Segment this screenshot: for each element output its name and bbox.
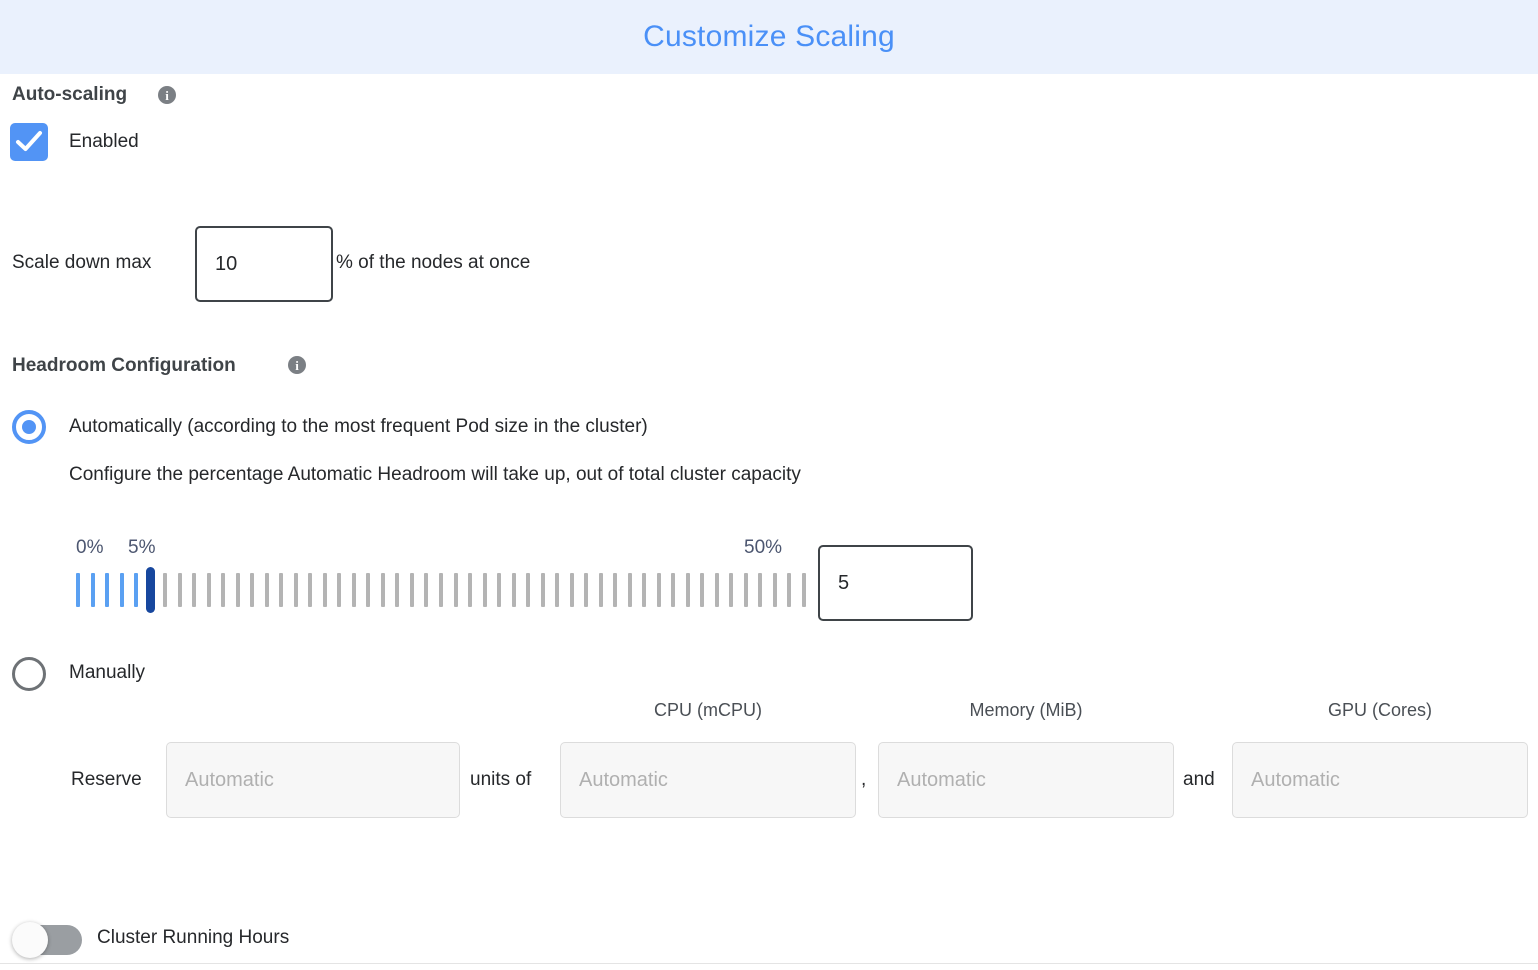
slider-tick[interactable] bbox=[76, 573, 80, 607]
slider-tick[interactable] bbox=[584, 573, 589, 607]
slider-tick[interactable] bbox=[685, 573, 690, 607]
slider-tick[interactable] bbox=[134, 573, 139, 607]
slider-tick[interactable] bbox=[424, 573, 429, 607]
headroom-option-automatic-description: Configure the percentage Automatic Headr… bbox=[69, 464, 801, 485]
headroom-option-automatic-label: Automatically (according to the most fre… bbox=[69, 416, 648, 437]
comma-separator: , bbox=[861, 769, 867, 790]
page-title: Customize Scaling bbox=[643, 20, 895, 53]
slider-max-label: 50% bbox=[744, 537, 783, 558]
headroom-configuration-label: Headroom Configuration bbox=[12, 355, 236, 376]
slider-tick[interactable] bbox=[729, 573, 734, 607]
slider-tick[interactable] bbox=[366, 573, 371, 607]
and-separator: and bbox=[1183, 769, 1215, 790]
scale-down-max-suffix: % of the nodes at once bbox=[336, 252, 531, 273]
bottom-divider bbox=[0, 963, 1538, 964]
reserve-memory-input[interactable] bbox=[878, 742, 1174, 818]
info-icon[interactable]: i bbox=[288, 356, 306, 374]
panel-header: Customize Scaling bbox=[0, 0, 1538, 74]
slider-tick[interactable] bbox=[351, 573, 356, 607]
slider-tick[interactable] bbox=[439, 573, 443, 607]
slider-tick[interactable] bbox=[308, 573, 313, 607]
reserve-label: Reserve bbox=[71, 769, 142, 790]
slider-tick[interactable] bbox=[526, 573, 531, 607]
slider-tick[interactable] bbox=[206, 573, 211, 607]
slider-tick[interactable] bbox=[497, 573, 502, 607]
slider-tick[interactable] bbox=[279, 573, 284, 607]
reserve-cpu-input[interactable] bbox=[560, 742, 856, 818]
slider-tick[interactable] bbox=[337, 573, 342, 607]
units-of-label: units of bbox=[470, 769, 532, 790]
gpu-column-header: GPU (Cores) bbox=[1327, 700, 1432, 720]
slider-tick[interactable] bbox=[163, 573, 168, 607]
scale-down-max-input[interactable] bbox=[195, 226, 333, 302]
cluster-running-hours-toggle[interactable] bbox=[12, 922, 82, 958]
reserve-units-input[interactable] bbox=[166, 742, 460, 818]
slider-tick[interactable] bbox=[322, 573, 327, 607]
slider-tick[interactable] bbox=[671, 573, 676, 607]
cpu-column-header: CPU (mCPU) bbox=[654, 700, 762, 720]
slider-tick[interactable] bbox=[787, 573, 792, 607]
slider-tick[interactable] bbox=[409, 573, 414, 607]
slider-tick[interactable] bbox=[468, 573, 473, 607]
toggle-knob bbox=[12, 922, 48, 958]
auto-scaling-enabled-checkbox[interactable] bbox=[10, 123, 48, 161]
slider-tick[interactable] bbox=[642, 573, 647, 607]
slider-tick[interactable] bbox=[511, 573, 516, 607]
headroom-option-automatic-radio[interactable] bbox=[12, 410, 46, 444]
slider-tick[interactable] bbox=[380, 573, 385, 607]
slider-tick[interactable] bbox=[90, 573, 95, 607]
slider-tick[interactable] bbox=[250, 573, 255, 607]
slider-tick[interactable] bbox=[743, 573, 748, 607]
slider-thumb[interactable] bbox=[146, 567, 156, 613]
slider-tick[interactable] bbox=[235, 573, 240, 607]
slider-tick[interactable] bbox=[802, 573, 806, 607]
auto-scaling-enabled-label: Enabled bbox=[69, 131, 139, 152]
slider-tick[interactable] bbox=[105, 573, 110, 607]
slider-tick[interactable] bbox=[453, 573, 458, 607]
headroom-percentage-slider[interactable] bbox=[76, 565, 806, 615]
slider-tick[interactable] bbox=[395, 573, 400, 607]
reserve-gpu-input[interactable] bbox=[1232, 742, 1528, 818]
auto-scaling-label: Auto-scaling bbox=[12, 84, 128, 105]
slider-value-label: 5% bbox=[128, 537, 156, 558]
slider-tick[interactable] bbox=[177, 573, 182, 607]
check-icon bbox=[16, 131, 42, 151]
slider-tick[interactable] bbox=[264, 573, 269, 607]
radio-dot bbox=[22, 420, 36, 434]
slider-tick[interactable] bbox=[714, 573, 719, 607]
slider-tick[interactable] bbox=[221, 573, 226, 607]
slider-tick[interactable] bbox=[555, 573, 560, 607]
slider-tick[interactable] bbox=[119, 573, 124, 607]
slider-tick[interactable] bbox=[598, 573, 603, 607]
slider-tick[interactable] bbox=[540, 573, 545, 607]
slider-tick[interactable] bbox=[569, 573, 574, 607]
headroom-option-manually-label: Manually bbox=[69, 662, 146, 683]
slider-min-label: 0% bbox=[76, 537, 104, 558]
slider-tick[interactable] bbox=[293, 573, 298, 607]
slider-tick[interactable] bbox=[700, 573, 705, 607]
slider-tick[interactable] bbox=[656, 573, 661, 607]
scale-down-max-label: Scale down max bbox=[12, 252, 152, 273]
slider-tick[interactable] bbox=[758, 573, 763, 607]
slider-tick[interactable] bbox=[192, 573, 197, 607]
memory-column-header: Memory (MiB) bbox=[969, 700, 1083, 720]
cluster-running-hours-label: Cluster Running Hours bbox=[97, 927, 290, 948]
slider-tick[interactable] bbox=[627, 573, 632, 607]
slider-tick[interactable] bbox=[772, 573, 777, 607]
info-icon[interactable]: i bbox=[158, 86, 176, 104]
slider-tick[interactable] bbox=[482, 573, 487, 607]
headroom-percentage-input[interactable] bbox=[818, 545, 973, 621]
headroom-option-manually-radio[interactable] bbox=[12, 657, 46, 691]
slider-tick[interactable] bbox=[613, 573, 618, 607]
